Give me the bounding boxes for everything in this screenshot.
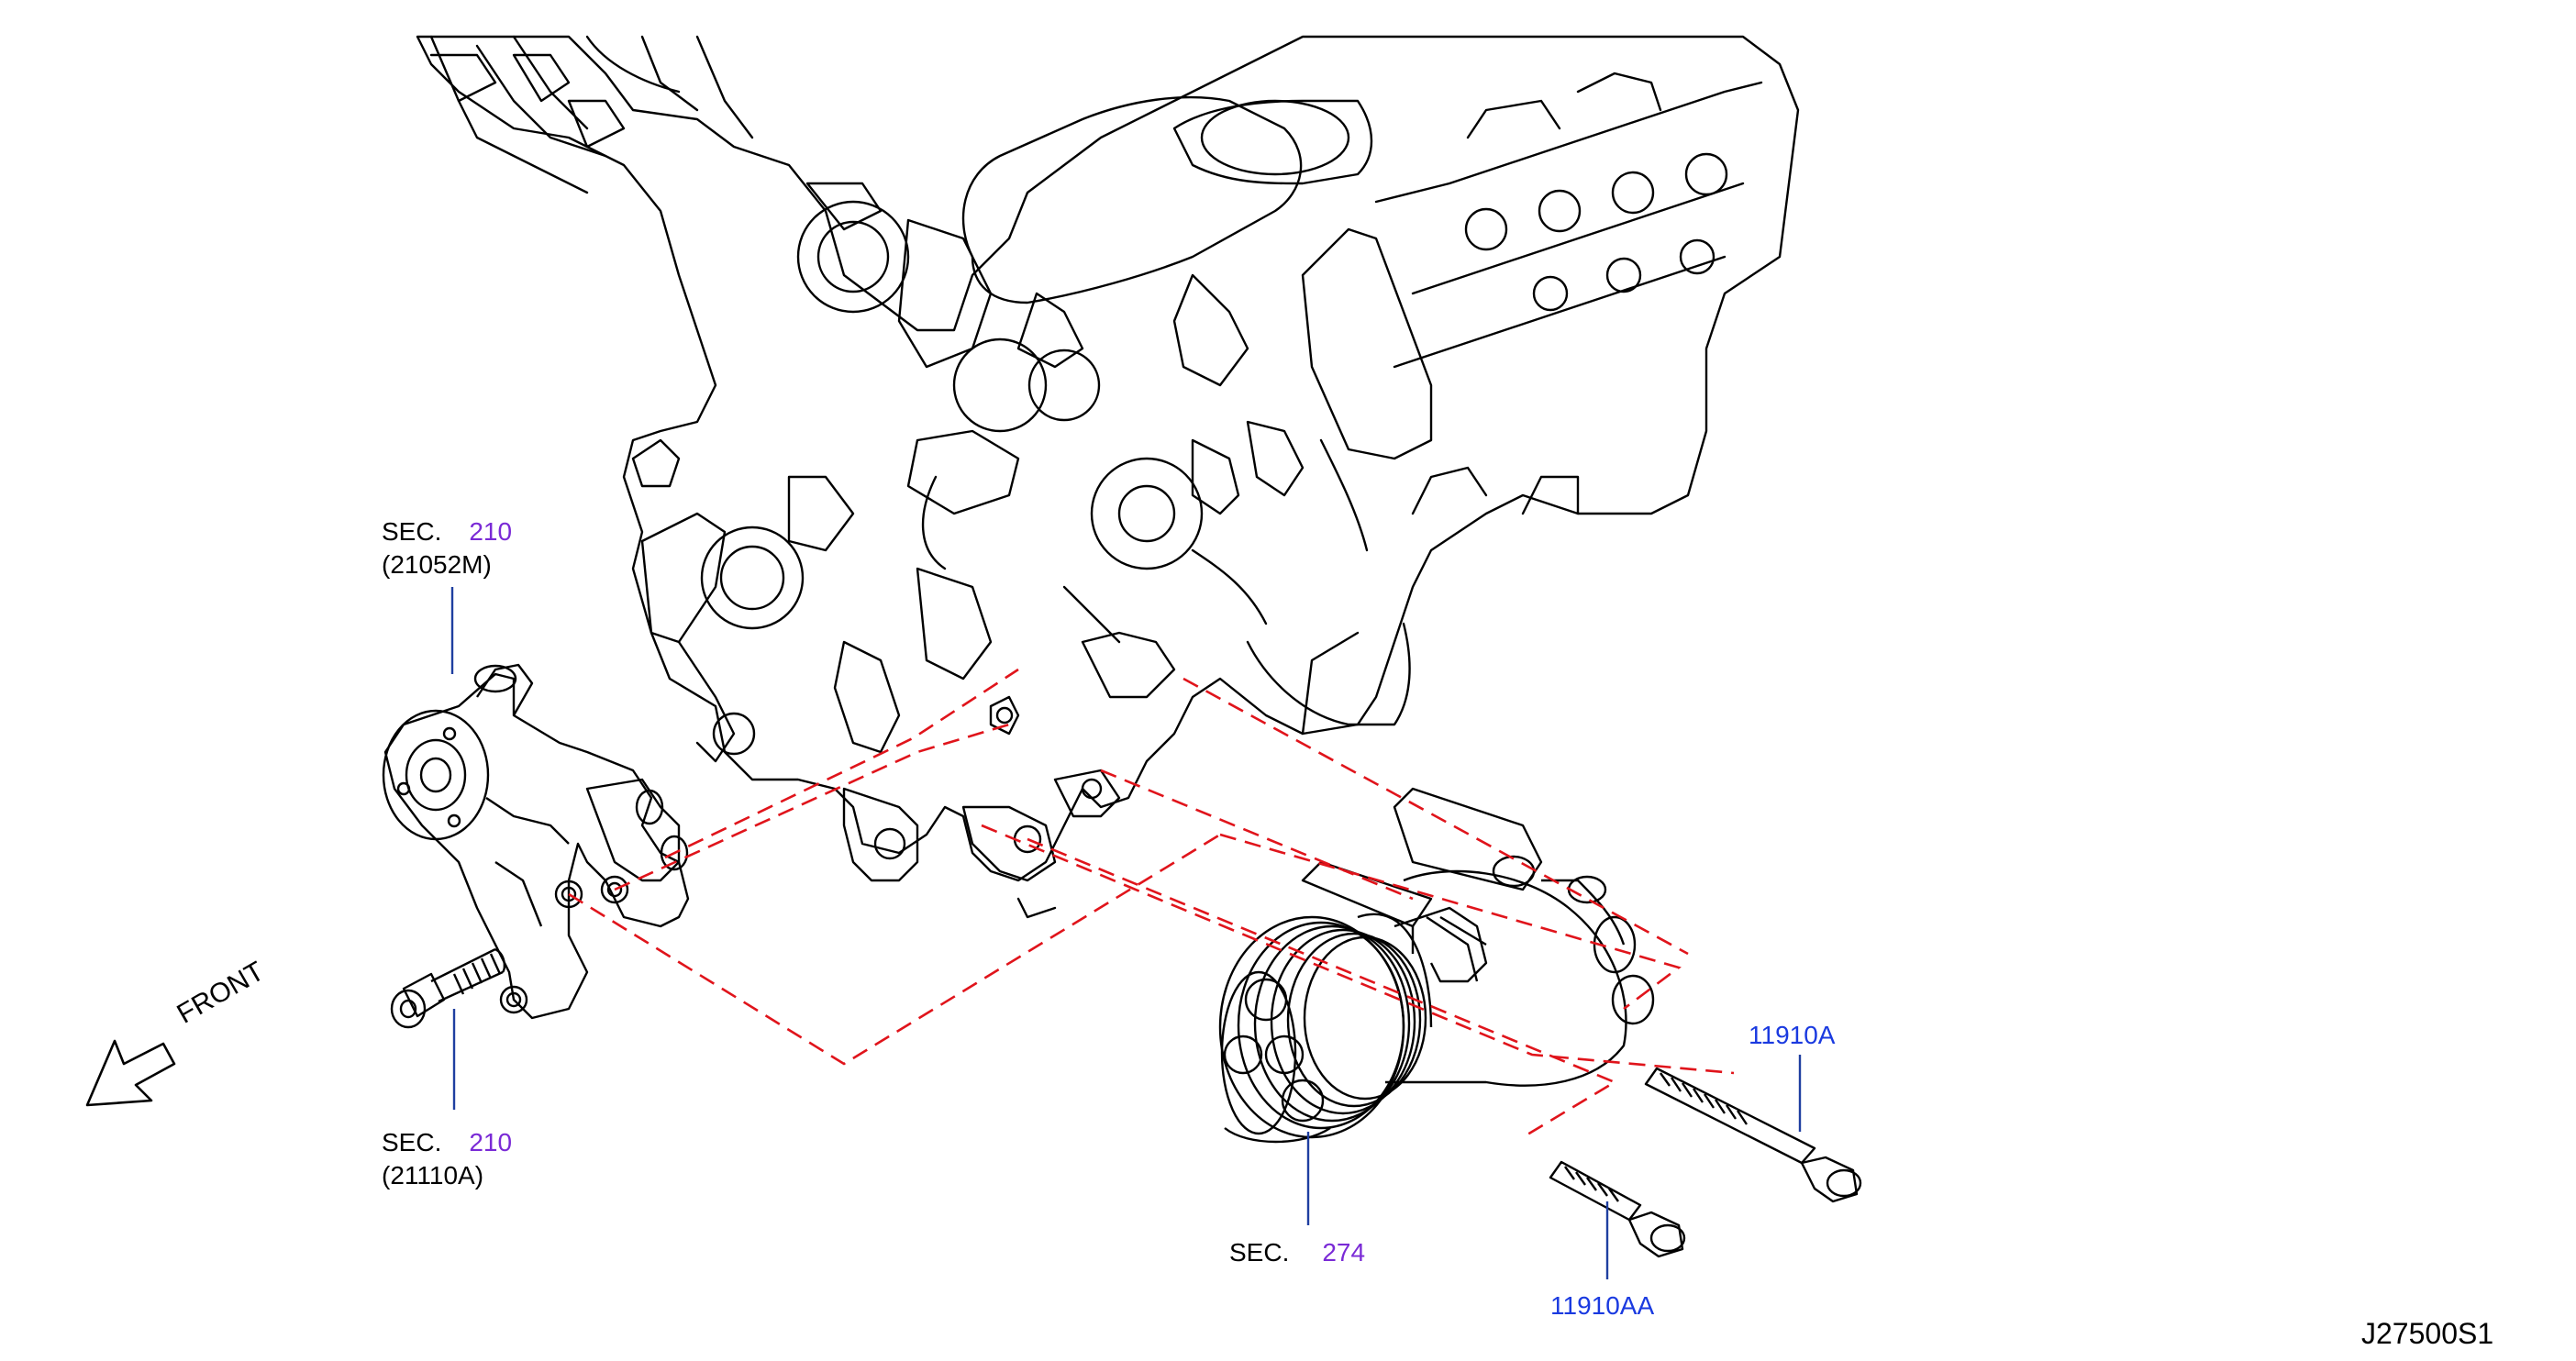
callout-bracket-bolt-number: 210	[469, 1128, 513, 1156]
bracket-bolt	[390, 947, 506, 1029]
callout-bracket-sec: SEC.	[382, 517, 442, 546]
bolt-11910A	[1644, 1067, 1862, 1203]
callout-compressor: SEC. 274	[1229, 1238, 1365, 1267]
callout-bracket-bolt: SEC. 210	[382, 1128, 512, 1157]
alignment-lines	[568, 668, 1735, 1139]
callout-compressor-number: 274	[1322, 1238, 1366, 1267]
front-arrow-icon	[85, 1039, 176, 1107]
callout-compressor-sec: SEC.	[1229, 1238, 1290, 1267]
callout-bracket-partno: (21052M)	[382, 550, 492, 579]
callout-bracket-bolt-partno: (21110A)	[382, 1161, 484, 1189]
callout-bolt-11910A: 11910A	[1749, 1021, 1836, 1049]
diagram-reference-code: J27500S1	[2361, 1317, 2494, 1350]
compressor-bracket	[382, 663, 690, 1020]
callout-bolt-11910AA: 11910AA	[1550, 1291, 1655, 1320]
callout-bracket-bolt-sec: SEC.	[382, 1128, 442, 1156]
callout-bracket-number: 210	[469, 517, 513, 546]
engine-block	[416, 35, 1800, 919]
bolt-11910AA	[1549, 1160, 1686, 1258]
ac-compressor	[1218, 787, 1655, 1144]
callout-leaders	[450, 587, 1802, 1279]
callout-bracket: SEC. 210	[382, 517, 512, 547]
